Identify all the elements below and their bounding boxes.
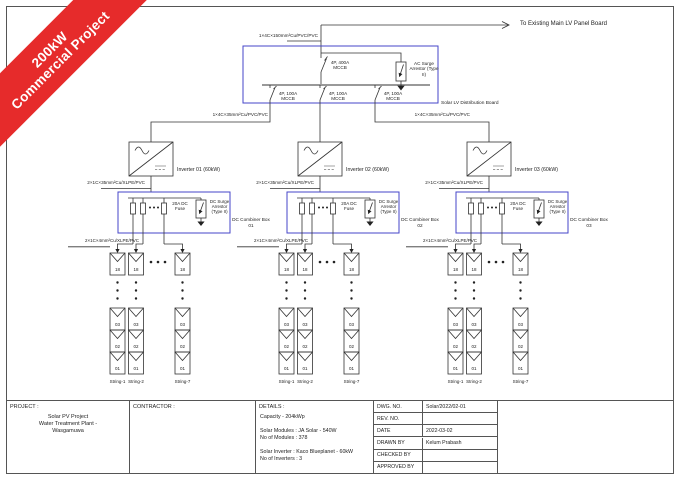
field-row: DRAWN BY Kelum Prabash: [374, 437, 497, 450]
module-number: 18: [133, 266, 139, 272]
module-numbers: 03 02 01: [133, 322, 139, 371]
string-label: String-7: [512, 379, 529, 384]
combiner-box-2-label: DC Combiner Box 02: [401, 217, 439, 228]
export-arrow-label: To Existing Main LV Panel Board: [520, 20, 607, 27]
rev-no-label: REV. NO.: [374, 413, 423, 425]
module-numbers: 03 02 01: [348, 322, 354, 371]
contractor-label: CONTRACTOR :: [133, 403, 175, 410]
date-value: 2022-03-02: [426, 427, 453, 434]
dc-fuse-1-label: 20A DC Fuse: [172, 201, 188, 212]
string-label: String-7: [174, 379, 191, 384]
pv-group-1: [68, 142, 230, 374]
ac-surge-arrestor-label: AC Surge Arrestor (Type II): [409, 61, 439, 77]
contractor-cell: CONTRACTOR :: [130, 401, 256, 474]
dc-surge-1-label: DC Surge Arrestor (Type II): [209, 198, 230, 214]
combiner-box-1-label: DC Combiner Box 01: [232, 217, 270, 228]
string-cable-2-label: 2×1C×4mm²Cu/XLPE/PVC: [253, 238, 308, 243]
dc-surge-2-label: DC Surge Arrestor (Type II): [378, 198, 399, 214]
checked-by-label: CHECKED BY: [374, 449, 423, 461]
main-breaker-label: 4P, 400A MCCB: [330, 60, 350, 71]
module-number: 18: [283, 266, 289, 272]
dc-fuse-2-label: 20A DC Fuse: [341, 201, 357, 212]
details-capacity: Capacity - 204kWp: [260, 414, 305, 420]
feeder-breaker-3-label: 4P, 100A MCCB: [383, 90, 403, 101]
project-name-line: Solar PV Project: [47, 414, 89, 420]
feeder-breaker-1-label: 4P, 100A MCCB: [278, 90, 298, 101]
dc-surge-3-label: DC Surge Arrestor (Type II): [547, 198, 568, 214]
inverter-3-label: Inverter 03 (60kW): [515, 166, 558, 173]
sheet-border: [6, 6, 674, 474]
string-cable-1-label: 2×1C×4mm²Cu/XLPE/PVC: [84, 238, 139, 243]
module-numbers: 03 02 01: [452, 322, 458, 371]
string-label: String-7: [343, 379, 360, 384]
module-number: 18: [302, 266, 308, 272]
string-label: String-1: [109, 379, 126, 384]
export-feeder: [287, 21, 510, 58]
dc-cable-3-label: 2×1C×35mm²Cu/XLPE/PVC: [425, 179, 483, 185]
approved-by-label: APPROVED BY: [374, 461, 423, 474]
ac-surge-arrestor-symbol: [321, 52, 407, 91]
module-numbers: 03 02 01: [302, 322, 308, 371]
title-block: PROJECT : Solar PV Project Water Treatme…: [7, 400, 673, 474]
combiner-box-3-label: DC Combiner Box 03: [570, 217, 608, 228]
project-name-line: Wasgamuwa: [52, 428, 84, 434]
details-inverter: Solar Inverter : Kaco Blueplanet - 60kW: [260, 449, 354, 455]
module-number: 18: [348, 266, 354, 272]
module-numbers: 03 02 01: [517, 322, 523, 371]
drawn-by-value: Kelum Prabash: [426, 440, 462, 446]
module-number: 18: [452, 266, 458, 272]
project-label: PROJECT :: [10, 403, 39, 410]
dwg-no-value: Solar/2022/02-01: [426, 403, 466, 410]
module-number: 18: [517, 266, 523, 272]
dc-fuse-3-label: 20A DC Fuse: [510, 201, 526, 212]
drawn-by-label: DRAWN BY: [374, 437, 423, 449]
field-row: DWG. NO. Solar/2022/02-01: [374, 401, 497, 414]
pv-group-2: [237, 142, 399, 374]
module-numbers: 03 02 01: [114, 322, 120, 371]
module-numbers: 03 02 01: [283, 322, 289, 371]
string-label: String-2: [128, 379, 144, 384]
module-number: 18: [179, 266, 185, 272]
field-row: REV. NO.: [374, 413, 497, 426]
fields-cell: DWG. NO. Solar/2022/02-01 REV. NO. DATE …: [374, 401, 498, 474]
string-label: String-1: [278, 379, 295, 384]
details-module-count: No of Modules : 378: [260, 435, 308, 441]
project-cell: PROJECT : Solar PV Project Water Treatme…: [7, 401, 130, 474]
details-label: DETAILS :: [259, 403, 285, 410]
module-number: 18: [471, 266, 477, 272]
ac-cable-1-label: 1×4C×35mm²Cu/PVC/PVC: [212, 111, 268, 117]
feeder-mccb-symbols: [269, 85, 382, 103]
field-row: DATE 2022-03-02: [374, 425, 497, 438]
module-numbers: 03 02 01: [471, 322, 477, 371]
details-modules: Solar Modules : JA Solar - 540W: [260, 428, 337, 434]
module-number: 18: [114, 266, 120, 272]
inverter-1-label: Inverter 01 (60kW): [177, 166, 220, 173]
string-label: String-1: [447, 379, 464, 384]
approved-by-value: [423, 462, 497, 477]
dc-cable-2-label: 2×1C×35mm²Cu/XLPE/PVC: [256, 179, 314, 185]
notes-cell: [498, 401, 673, 474]
project-name-line: Water Treatment Plant -: [38, 421, 98, 427]
main-ac-cable-label: 1×4C×150mm²Cu/PVC/PVC: [258, 32, 318, 38]
details-inverter-count: No of Inverters : 3: [260, 456, 303, 462]
dwg-no-label: DWG. NO.: [374, 401, 423, 413]
inverter-2-label: Inverter 02 (60kW): [346, 166, 389, 173]
distribution-board-label: Solar LV Distribution Board: [441, 100, 499, 106]
feeder-breaker-2-label: 4P, 100A MCCB: [328, 90, 348, 101]
main-mccb-symbol: [320, 56, 328, 85]
string-cable-3-label: 2×1C×4mm²Cu/XLPE/PVC: [422, 238, 477, 243]
ac-cable-3-label: 1×4C×35mm²Cu/PVC/PVC: [414, 111, 470, 117]
date-label: DATE: [374, 425, 423, 437]
field-row: APPROVED BY: [374, 461, 497, 477]
module-numbers: 03 02 01: [179, 322, 185, 371]
pv-group-3: [406, 142, 568, 374]
details-cell: DETAILS : Capacity - 204kWp Solar Module…: [256, 401, 374, 474]
string-label: String-2: [297, 379, 313, 384]
dc-cable-1-label: 2×1C×35mm²Cu/XLPE/PVC: [87, 179, 145, 185]
solar-lv-distribution-board: [242, 45, 439, 104]
ac-feeders: [150, 103, 490, 142]
field-row: CHECKED BY: [374, 449, 497, 462]
string-label: String-2: [466, 379, 482, 384]
